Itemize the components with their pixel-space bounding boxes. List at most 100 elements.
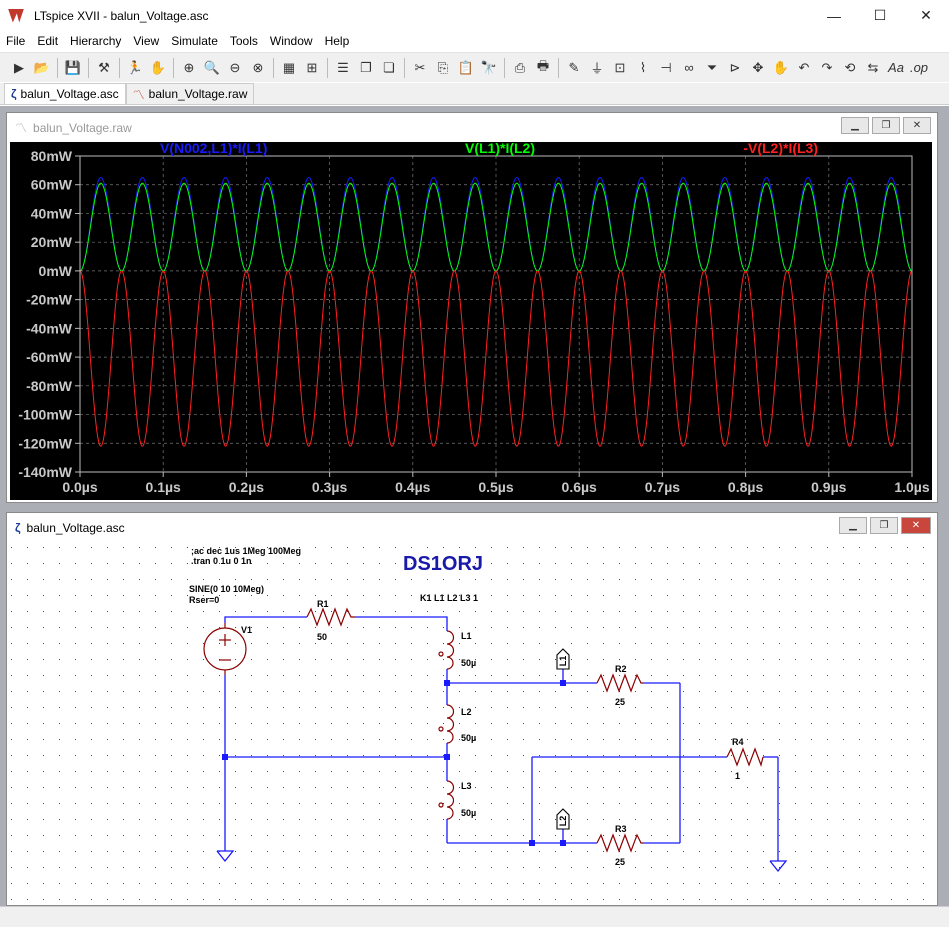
toolbar-separator [119, 57, 120, 78]
waveform-restore-button[interactable]: ❐ [872, 117, 900, 134]
r1-label: R1 [317, 599, 329, 609]
resistor-icon[interactable]: ⌇ [639, 59, 647, 75]
schematic-minimize-button[interactable]: ▁ [839, 517, 867, 534]
component-icon[interactable]: ⊳ [729, 59, 741, 75]
copy-icon[interactable]: ⎘ [437, 59, 449, 75]
title-bar: LTspice XVII - balun_Voltage.asc — ☐ ✕ [0, 0, 949, 31]
move-icon[interactable]: ✥ [752, 59, 764, 75]
paste-icon[interactable]: 📋 [457, 59, 475, 75]
ground-icon[interactable]: ⏚ [590, 61, 604, 76]
pan-icon[interactable]: 🔍 [203, 59, 221, 75]
toolbar-separator [327, 57, 328, 78]
toolbar-separator [173, 57, 174, 78]
text-icon[interactable]: Aa [888, 60, 904, 75]
y-tick-label: -60mW [26, 349, 73, 365]
menu-window[interactable]: Window [269, 34, 313, 48]
wire-icon[interactable]: ✎ [568, 59, 580, 75]
menu-file[interactable]: File [6, 34, 26, 48]
open-icon[interactable]: 📂 [33, 59, 51, 75]
menu-help[interactable]: Help [324, 34, 350, 48]
schematic-close-button[interactable]: ✕ [901, 517, 931, 534]
autorange-icon[interactable]: ▦ [282, 59, 296, 75]
junctions [222, 680, 566, 846]
redo-icon[interactable]: ↷ [821, 59, 833, 75]
trace-2 [79, 182, 913, 272]
schematic-icon: ζ [11, 87, 17, 101]
menu-edit[interactable]: Edit [37, 34, 59, 48]
label-net-icon[interactable]: ⊡ [614, 59, 626, 75]
diode-icon[interactable]: ⏷ [706, 59, 718, 75]
mirror-icon[interactable]: ⇆ [867, 59, 879, 75]
resistor-r4[interactable] [726, 747, 764, 768]
waveform-minimize-button[interactable]: ▁ [841, 117, 869, 134]
callsign-text[interactable]: DS1ORJ [403, 553, 483, 575]
resistor-r2[interactable] [596, 673, 643, 693]
minimize-button[interactable]: — [827, 7, 841, 24]
halt-icon[interactable]: ✋ [149, 59, 167, 75]
save-icon[interactable]: 💾 [64, 59, 82, 75]
inductor-l2[interactable] [446, 704, 455, 744]
waveform-close-button[interactable]: ✕ [903, 117, 931, 134]
schematic-canvas[interactable]: L1 L2 ;ac dec 1us 1Meg 100Meg .tran 0 1u… [7, 543, 937, 905]
source-rser[interactable]: Rser=0 [189, 595, 219, 605]
inductor-l3[interactable] [446, 780, 455, 820]
source-value[interactable]: SINE(0 10 10Meg) [189, 584, 264, 594]
grid-icon[interactable]: ⊞ [306, 59, 318, 75]
waveform-chart[interactable]: 80mW60mW40mW20mW0mW-20mW-40mW-60mW-80mW-… [10, 140, 932, 500]
menu-view[interactable]: View [133, 34, 160, 48]
waveform-window-title: balun_Voltage.raw [33, 120, 132, 135]
zoom-in-icon[interactable]: ⊕ [183, 59, 195, 75]
menu-bar: File Edit Hierarchy View Simulate Tools … [0, 31, 949, 51]
drag-icon[interactable]: ✋ [772, 59, 790, 75]
zoom-fit-icon[interactable]: ⊗ [252, 59, 264, 75]
undo-icon[interactable]: ↶ [798, 59, 810, 75]
control-panel-icon[interactable]: ⚒ [98, 59, 110, 75]
print-setup-icon[interactable]: ⎙ [514, 59, 526, 75]
new-schematic-icon[interactable]: ▶ [14, 59, 24, 75]
directive-ac[interactable]: ;ac dec 1us 1Meg 100Meg [191, 546, 301, 556]
menu-simulate[interactable]: Simulate [171, 34, 218, 48]
y-tick-label: -40mW [26, 320, 73, 336]
voltage-source-v1[interactable] [203, 623, 247, 675]
ltspice-logo-icon [8, 8, 24, 23]
spice-directive-icon[interactable]: .op [909, 60, 929, 75]
rotate-icon[interactable]: ⟲ [844, 59, 856, 75]
plot-axes: 80mW60mW40mW20mW0mW-20mW-40mW-60mW-80mW-… [18, 148, 930, 495]
close-button[interactable]: ✕ [920, 7, 932, 23]
cascade-icon[interactable]: ❐ [360, 59, 372, 75]
menu-tools[interactable]: Tools [229, 34, 258, 48]
inductor-icon[interactable]: ∞ [684, 60, 694, 75]
toolbar: ▶ 📂 💾 ⚒ 🏃 ✋ ⊕ 🔍 ⊖ ⊗ ▦ ⊞ ☰ ❐ ❏ ✂ ⎘ 📋 🔭 ⎙ … [0, 52, 949, 82]
waveform-window-titlebar[interactable]: 〽 balun_Voltage.raw [7, 113, 937, 142]
find-icon[interactable]: 🔭 [480, 59, 498, 75]
directive-tran[interactable]: .tran 0 1u 0 1n [191, 556, 252, 566]
tab-schematic[interactable]: ζ balun_Voltage.asc [4, 83, 126, 104]
ground-icon [769, 860, 788, 873]
schematic-window-titlebar[interactable]: ζ balun_Voltage.asc [7, 513, 937, 542]
zoom-out-icon[interactable]: ⊖ [229, 59, 241, 75]
resistor-r1[interactable] [306, 607, 355, 627]
cut-icon[interactable]: ✂ [414, 59, 426, 75]
maximize-button[interactable]: ☐ [873, 7, 887, 23]
x-tick-label: 0.7µs [645, 479, 681, 495]
capacitor-icon[interactable]: ⊣ [660, 59, 672, 75]
x-tick-label: 0.3µs [312, 479, 348, 495]
x-tick-label: 0.4µs [395, 479, 431, 495]
resistor-r3[interactable] [596, 833, 643, 853]
l3-label: L3 [461, 781, 472, 791]
menu-hierarchy[interactable]: Hierarchy [70, 34, 122, 48]
inductor-l1[interactable] [446, 630, 455, 670]
tile-vertical-icon[interactable]: ❏ [383, 59, 395, 75]
x-tick-label: 0.2µs [229, 479, 265, 495]
coupling-directive[interactable]: K1 L1 L2 L3 1 [420, 593, 478, 603]
tab-waveform[interactable]: 〽 balun_Voltage.raw [125, 83, 255, 104]
waveform-icon: 〽 [15, 121, 28, 135]
tile-horizontal-icon[interactable]: ☰ [337, 59, 349, 75]
r3-value: 25 [615, 857, 625, 867]
run-icon[interactable]: 🏃 [126, 59, 144, 75]
waveform-icon: 〽 [132, 87, 145, 102]
schematic-restore-button[interactable]: ❐ [870, 517, 898, 534]
print-icon[interactable]: 🖶 [536, 57, 550, 73]
x-tick-label: 0.0µs [62, 479, 98, 495]
